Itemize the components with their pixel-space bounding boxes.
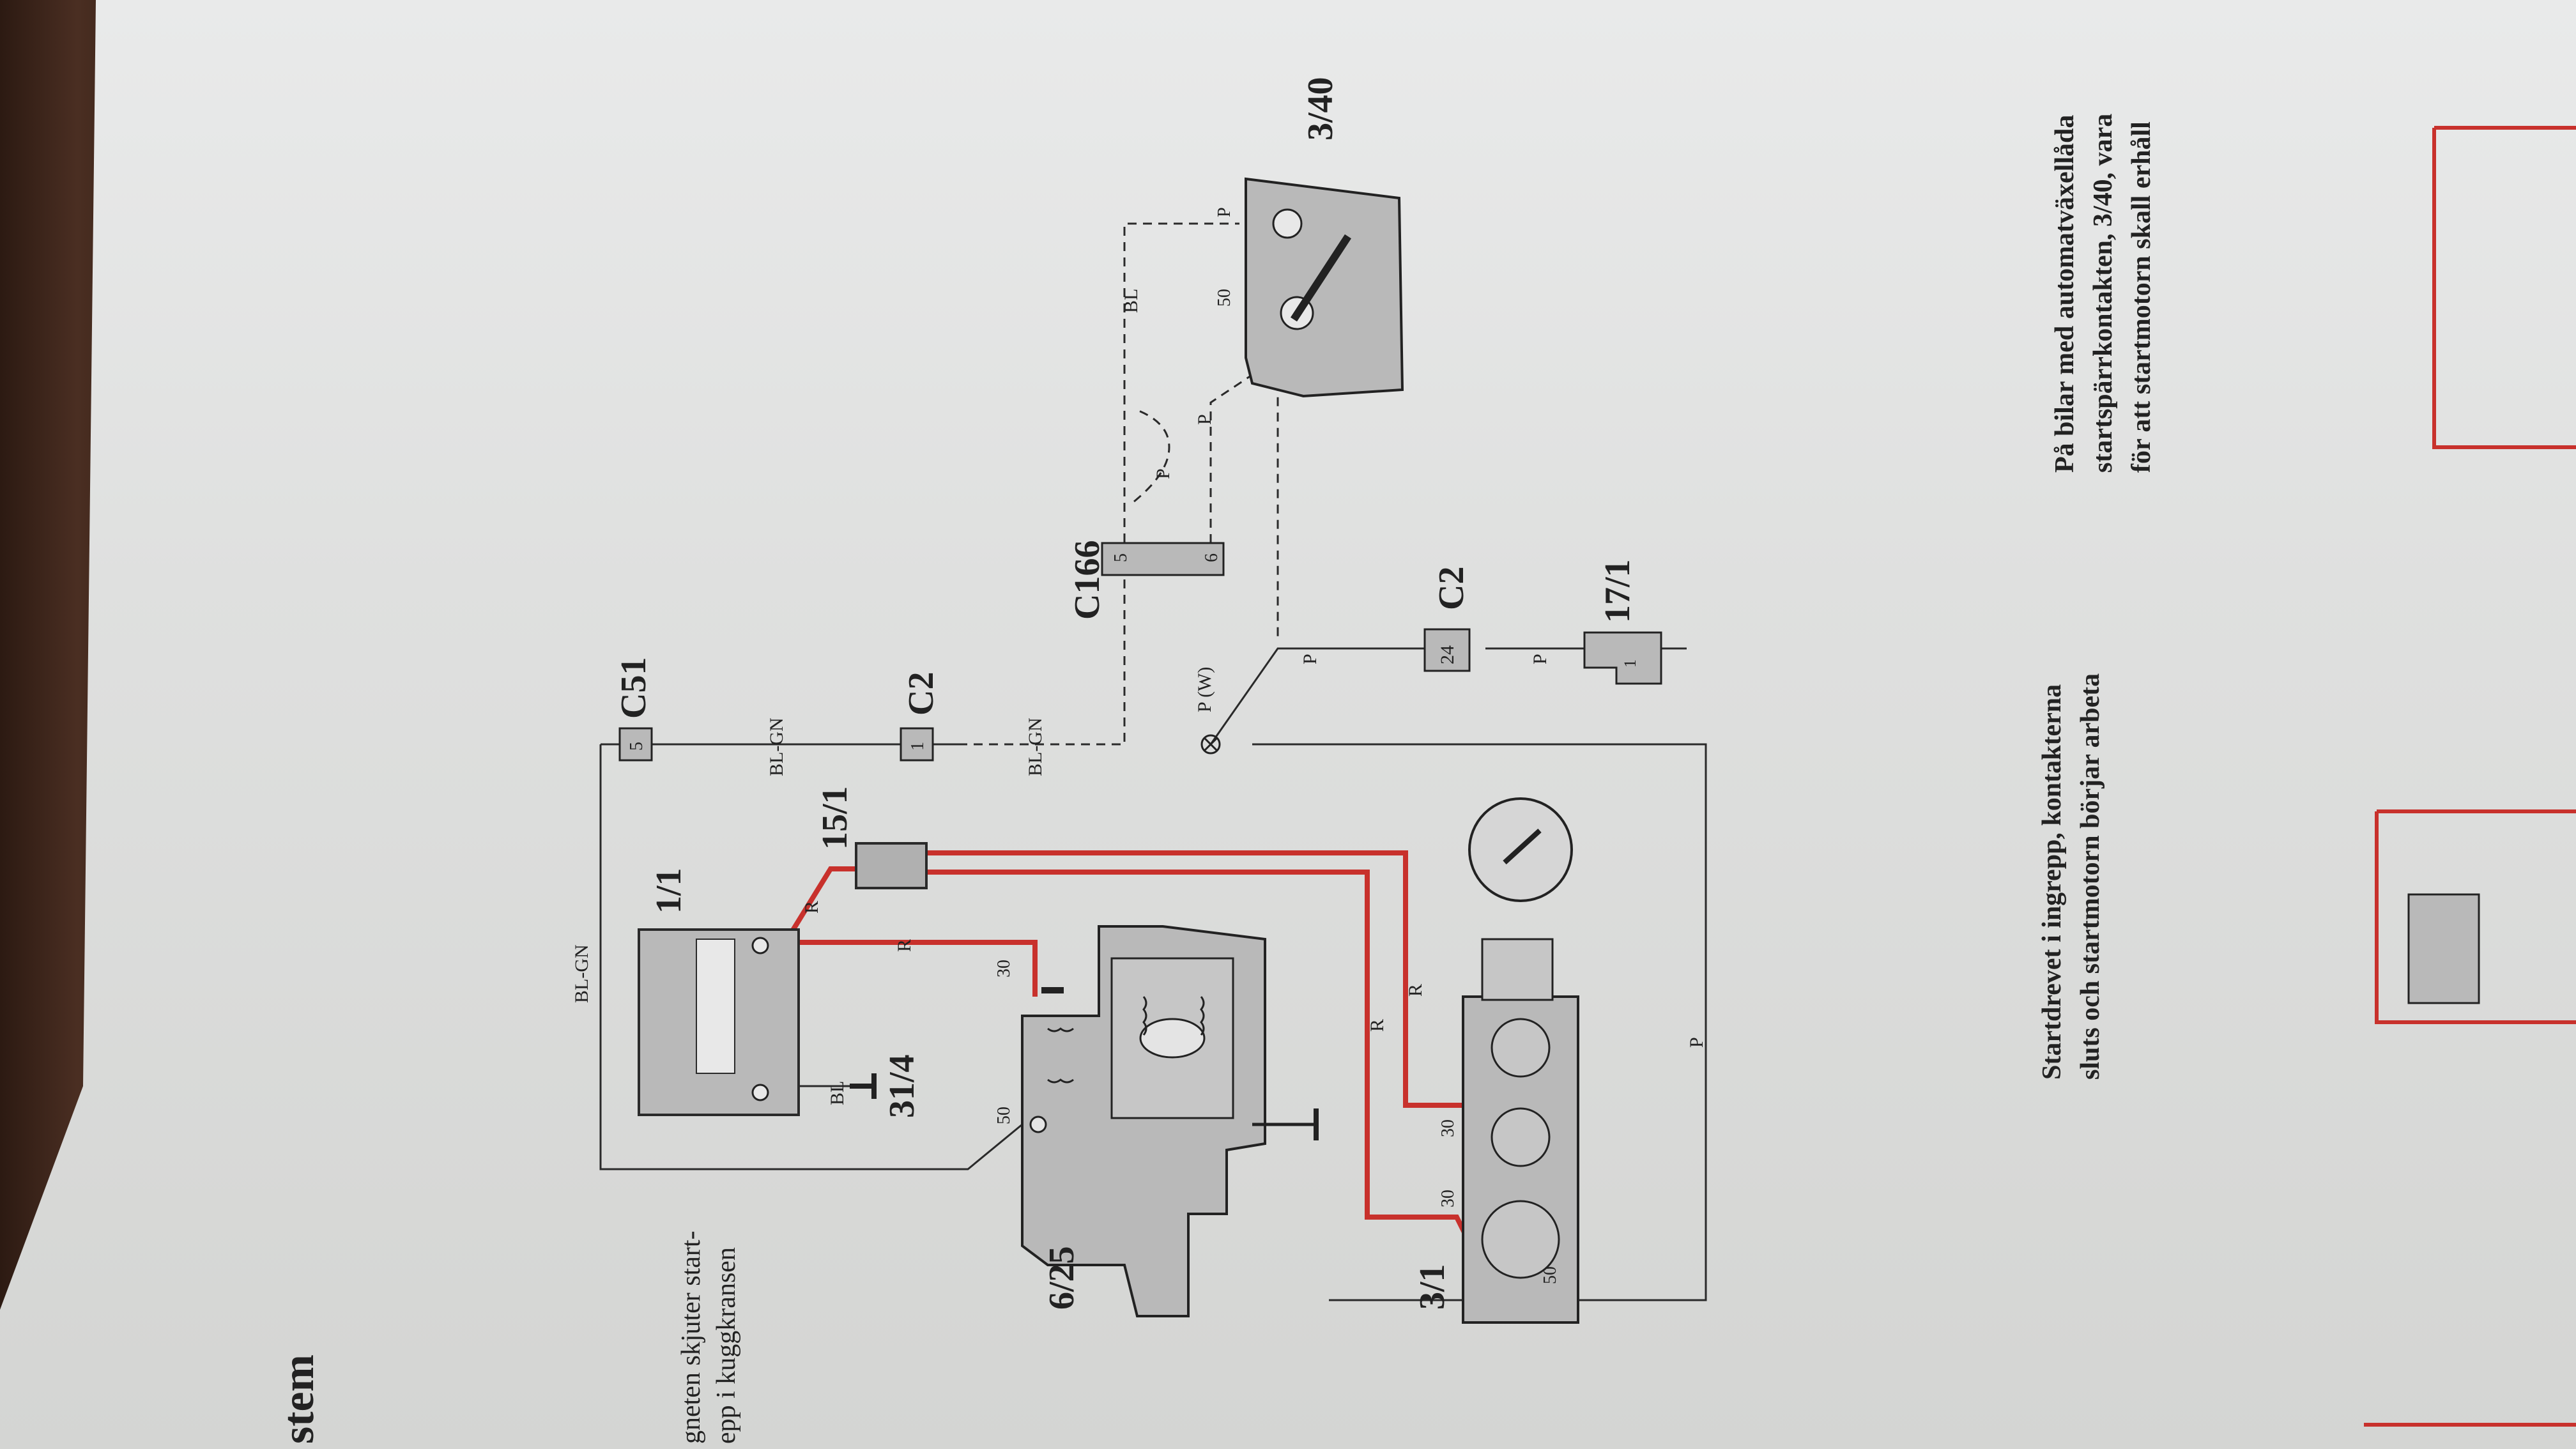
wire-label-r-1: R	[801, 901, 822, 914]
ignition-switch-label: 3/1	[1413, 1264, 1452, 1310]
starter-pin-50: 50	[994, 1107, 1014, 1124]
connector-c2-top-label: C2	[901, 672, 941, 716]
wire-label-bl: BL	[827, 1081, 848, 1105]
switch-pin-30b: 30	[1438, 1190, 1458, 1208]
switch-pin-50: 50	[1540, 1266, 1560, 1284]
wire-label-p-w: P (W)	[1194, 667, 1215, 712]
ground-label: 31/4	[882, 1054, 922, 1118]
wire-label-r-4: R	[1405, 984, 1426, 997]
wire-label-p-5: P	[1153, 468, 1174, 479]
mid-text-line-2: sluts och startmotorn börjar arbeta	[2076, 673, 2105, 1080]
starter-motor	[1021, 925, 1319, 1317]
wire-label-bl-gn-2: BL-GN	[766, 717, 787, 776]
starter-pin-30: 30	[994, 960, 1014, 977]
splice-point	[1200, 734, 1221, 755]
connector-c2-top: 1	[900, 727, 934, 762]
wire-label-bl-2: BL	[1121, 289, 1142, 313]
svg-text:1: 1	[908, 742, 928, 751]
wire-label-r-2: R	[894, 939, 915, 952]
right-text-line-2: startspärrkontakten, 3/40, vara	[2089, 114, 2118, 473]
gear-pin-50: 50	[1215, 289, 1234, 307]
left-text-line-2: epp i kuggkransen	[712, 1247, 741, 1444]
partial-diagram-top-right	[2432, 126, 2576, 449]
wire-label-p-3: P	[1686, 1037, 1707, 1048]
battery-label: 1/1	[649, 868, 689, 914]
wire-label-bl-gn-3: BL-GN	[1025, 717, 1046, 776]
ignition-switch	[1462, 797, 1579, 1324]
connector-c2-bottom-label: C2	[1432, 567, 1471, 610]
battery	[638, 928, 800, 1116]
svg-text:6: 6	[1202, 553, 1222, 562]
svg-text:24: 24	[1437, 645, 1458, 664]
wire-label-r-3: R	[1367, 1019, 1388, 1032]
wire-label-p-2: P	[1529, 654, 1551, 664]
switch-pin-30a: 30	[1438, 1119, 1458, 1137]
right-text-line-3: för att startmotorn skall erhåll	[2127, 121, 2156, 473]
svg-text:5: 5	[627, 742, 647, 751]
gear-pin-p: P	[1215, 207, 1234, 217]
wire-label-bl-gn-1: BL-GN	[571, 944, 592, 1003]
dashed-wires	[958, 222, 1279, 746]
right-text-line-1: På bilar med automatväxellåda	[2050, 115, 2080, 473]
wire-label-p-4: P	[1194, 414, 1215, 425]
connector-c166-label: C166	[1068, 540, 1107, 620]
wire-label-p-1: P	[1300, 654, 1321, 664]
gear-selector-label: 3/40	[1301, 77, 1340, 141]
connector-c51: 5	[618, 727, 653, 762]
connector-c51-label: C51	[614, 657, 654, 719]
relay-pin: 1	[1621, 659, 1639, 668]
left-text-line-1: gneten skjuter start-	[677, 1230, 706, 1444]
relay-label: 17/1	[1598, 559, 1637, 623]
ground-symbol	[850, 1073, 877, 1099]
fuse-junction	[855, 842, 928, 889]
starter-motor-label: 6/25	[1042, 1246, 1082, 1310]
relay	[1583, 631, 1662, 685]
svg-text:5: 5	[1111, 553, 1131, 562]
fuse-junction-label: 15/1	[815, 786, 855, 850]
partial-diagram-mid-right	[2375, 809, 2576, 1024]
connector-c2-bottom: 24	[1423, 628, 1471, 672]
gear-selector-switch	[1245, 177, 1404, 398]
connector-c166: 5 6	[1101, 542, 1225, 576]
page-heading: stem	[274, 1354, 323, 1444]
mid-text-line-1: Startdrevet i ingrepp, kontakterna	[2037, 684, 2067, 1080]
